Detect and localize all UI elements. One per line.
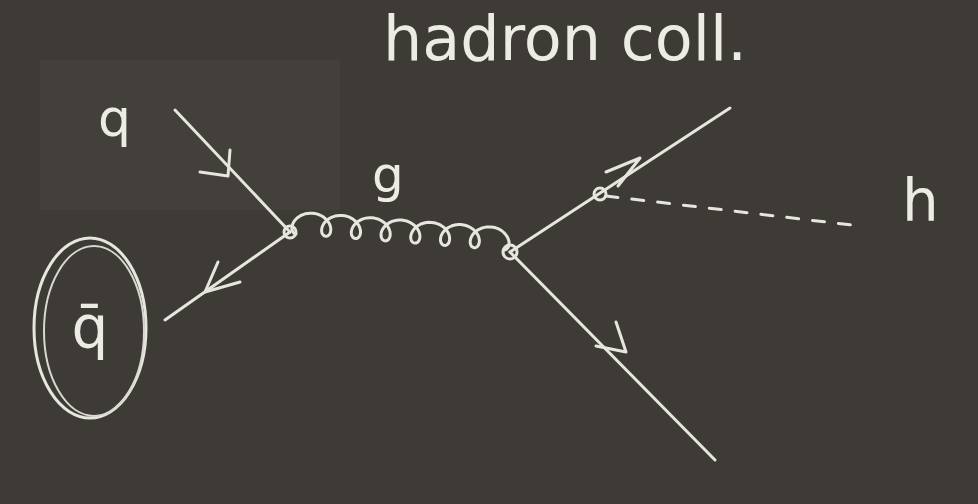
particle-label: q̄: [72, 299, 109, 357]
ellipse-outline: [44, 246, 144, 416]
particle-label: g: [372, 150, 404, 200]
particle-label: h: [902, 172, 939, 230]
title: hadron coll.: [383, 8, 747, 70]
arrow-head: [205, 262, 240, 292]
particle-label: q: [98, 92, 131, 144]
vertex: [594, 188, 606, 200]
quark-line: [175, 110, 290, 232]
gluon-line: [292, 213, 509, 250]
arrow-head: [606, 158, 640, 186]
ellipse-outline: [34, 238, 146, 418]
higgs-line: [606, 196, 860, 226]
antiquark-line: [165, 232, 290, 320]
circled-particle: q̄: [31, 235, 149, 421]
antiquark-line: [510, 252, 715, 460]
smudge: [40, 60, 340, 210]
arrow-head: [200, 150, 230, 176]
quark-line: [510, 108, 730, 252]
arrow-head: [596, 322, 626, 352]
